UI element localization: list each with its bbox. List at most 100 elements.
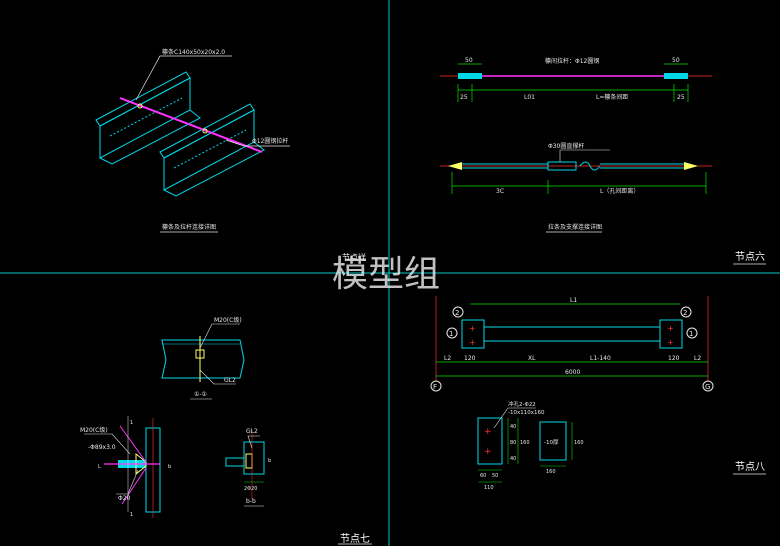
elev-brace-1 (119, 425, 147, 463)
weld-leader (116, 469, 139, 495)
dim-top-right-value: 50 (672, 57, 680, 64)
purlin-bottom-flange (99, 109, 201, 165)
axis-bubble-2-right-text: 2 (683, 309, 687, 317)
plain-plate-h: 160 (574, 440, 584, 446)
bolt-left-2: + (469, 338, 476, 347)
rod-nut-1 (137, 103, 143, 109)
axis-bubble-f (430, 380, 442, 392)
q1-caption: 檩条及拉杆连接详图 (162, 223, 216, 231)
node-seven-label: 节点七 (340, 533, 370, 545)
section-title: b-b (246, 498, 256, 505)
plain-plate-label: -10厚 (544, 439, 559, 446)
plan-gl-label: GL2 (224, 377, 236, 384)
purlin2-inner-line (173, 129, 247, 169)
plate-w-2: 50 (492, 473, 498, 479)
strut-hook (579, 161, 601, 171)
plate-w-total: 110 (484, 485, 494, 491)
end-plate-left (461, 319, 485, 349)
elev-label-2: -Φ89x3.0 (88, 444, 116, 451)
elev-mark-l: L (98, 464, 101, 470)
elev-brace-2 (121, 467, 147, 505)
tie-rod-elevation: 50 50 檩间拉杆：Φ12圆钢 25 L01 L=檩条间距 25 (440, 57, 712, 102)
node-seven-plan: 节点详 M20(C级) GL2 ①-① (161, 252, 366, 400)
plain-plate-w: 160 (546, 469, 556, 475)
axis-bubble-2-right (680, 306, 692, 318)
plate-h-2: 80 (510, 440, 516, 446)
dim-sub-right: 25 (677, 94, 685, 101)
strut-leader (559, 149, 610, 162)
rod-label: Φ12圆钢拉杆 (252, 137, 288, 145)
q2-caption: 拉条及支撑连接详图 (548, 223, 602, 231)
axis-bubble-2-left-text: 2 (455, 309, 459, 317)
plate-h-1: 40 (510, 424, 516, 430)
thread-right (664, 73, 688, 79)
purlin-label: 檩条C140x50x20x2.0 (162, 48, 225, 56)
dim-l2-right: L2 (694, 355, 701, 362)
dim-l1-140: L1-140 (590, 355, 611, 362)
plate-h-total: 160 (520, 440, 530, 446)
strut-label: Φ30圆直撑杆 (548, 142, 584, 150)
strut-end-right (684, 162, 698, 170)
plate-w-1: 60 (480, 473, 486, 479)
strut-dim-left: 3C (496, 188, 504, 195)
dim-total: 6000 (565, 369, 580, 376)
watermark-text: 模型组 (332, 254, 440, 295)
purlin-leader (135, 55, 232, 101)
dim-sub-left: 25 (460, 94, 468, 101)
node-seven-elevation: 1 L b 1 M20(C级) -Φ89x3.0 Φ20 (80, 416, 171, 518)
elev-mark-top: 1 (130, 420, 133, 426)
purlin2-web (163, 109, 255, 191)
dim-sub-main: L=檩条间距 (596, 93, 628, 101)
rod-leader (225, 139, 290, 147)
section-gl-label: GL2 (246, 428, 258, 435)
strut-elevation: Φ30圆直撑杆 3C L（孔间距离） 拉条及支撑连接详图 节点六 (440, 142, 766, 265)
plate-hole-2: + (484, 447, 492, 457)
elev-label-1: M20(C级) (80, 426, 108, 434)
rod-nut-2 (202, 128, 208, 134)
plan-gl-leader (199, 369, 236, 385)
bolt-right-1: + (667, 324, 674, 333)
plate-hole-1: + (484, 427, 492, 437)
plate-label-2: -10x110x160 (508, 410, 545, 416)
strut-dim-main: L（孔间距离） (600, 187, 639, 195)
top-dim-label: L1 (570, 297, 577, 304)
beam-plan (161, 339, 245, 379)
elev-mark-b: b (168, 464, 171, 470)
node-eight-plan: L1 2 2 1 1 + + + + L2 120 XL L1-140 120 … (430, 296, 714, 392)
axis-bubble-g-text: G (705, 383, 710, 391)
thread-left (458, 73, 482, 79)
beam-plan-plate (195, 349, 205, 359)
dim-120-right: 120 (668, 355, 680, 362)
node-seven-section: GL2 b 2Φ20 b-b 节点七 (225, 428, 372, 545)
dim-l2-left: L2 (444, 355, 451, 362)
strut-sleeve (547, 161, 577, 171)
gusset-plate (135, 452, 147, 476)
weld-label: Φ20 (118, 495, 131, 502)
dim-top-left-value: 50 (465, 57, 473, 64)
dim-xl: XL (528, 355, 536, 362)
strut-end-left (448, 162, 462, 170)
section-pipe (225, 457, 245, 467)
bolt-right-2: + (667, 338, 674, 347)
axis-bubble-g (702, 380, 714, 392)
section-leader (247, 435, 260, 449)
axis-bubble-2-left (452, 306, 464, 318)
purlin-inner-line (109, 97, 183, 137)
elev-leader-1 (84, 433, 131, 455)
plate-h-3: 40 (510, 456, 516, 462)
purlin-rod-detail: 檩条C140x50x20x2.0 Φ12圆钢拉杆 檩条及拉杆连接详图 (95, 48, 290, 233)
node-eight-plates: + + 冲孔2-Φ22 -10x110x160 40 80 40 160 60 … (477, 400, 766, 491)
axis-bubble-f-text: F (433, 383, 437, 391)
plate-with-holes (477, 417, 503, 465)
axis-bubble-1-right (686, 327, 698, 339)
axis-bubble-1-left (446, 327, 458, 339)
plan-top-label: M20(C级) (214, 316, 242, 324)
dim-sub-mid: L01 (524, 94, 535, 101)
plan-top-leader (199, 323, 240, 349)
section-plate (245, 453, 253, 469)
purlin-web (99, 77, 191, 159)
axis-bubble-1-right-text: 1 (689, 330, 693, 338)
tie-rod (119, 97, 263, 153)
